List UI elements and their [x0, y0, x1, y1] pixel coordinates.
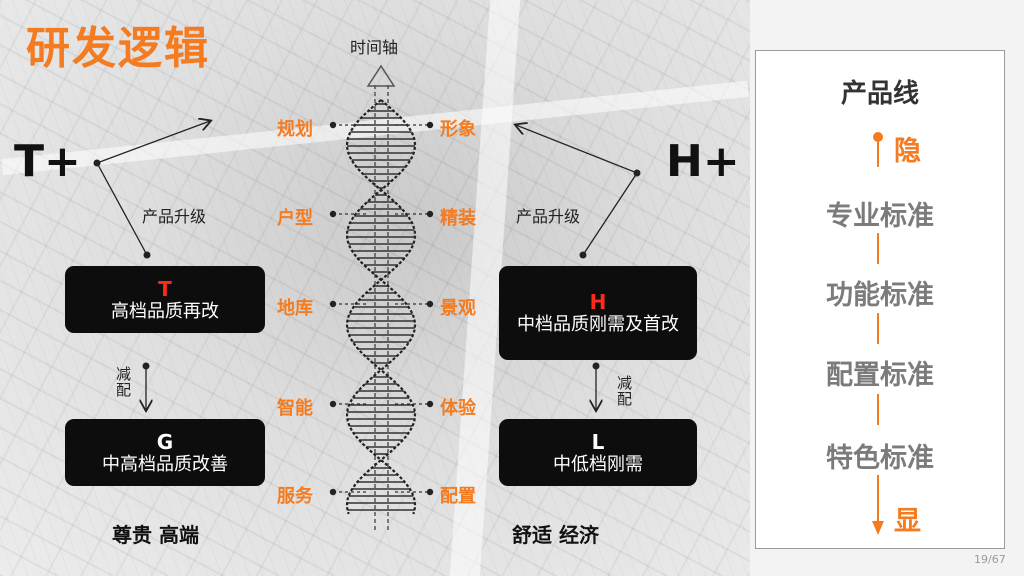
- right-reduce-arrow: [593, 363, 600, 411]
- box-description: 中高档品质改善: [65, 454, 265, 476]
- left-upgrade-label: 产品升级: [142, 203, 206, 227]
- helix-connector-dot: [330, 301, 336, 307]
- left-plus-label: T+: [14, 136, 81, 187]
- helix-connector-dot: [427, 122, 433, 128]
- helix-left-label: 规划: [277, 115, 313, 141]
- box-letter: L: [499, 430, 697, 454]
- box-letter: T: [65, 277, 265, 301]
- helix-right-label: 景观: [440, 294, 476, 320]
- right-upgrade-label: 产品升级: [516, 203, 580, 227]
- helix-connector-dot: [330, 401, 336, 407]
- helix-left-label: 服务: [277, 482, 313, 508]
- left-bottom-box: G 中高档品质改善: [65, 419, 265, 486]
- right-upgrade-arrow: [516, 125, 641, 259]
- helix-left-label: 地库: [277, 294, 313, 320]
- right-bottom-box: L 中低档刚需: [499, 419, 697, 486]
- product-line-top: 隐: [894, 129, 921, 168]
- page-number: 19/67: [974, 554, 998, 566]
- left-bottom-text: 尊贵 高端: [112, 519, 199, 548]
- right-bottom-text: 舒适 经济: [512, 519, 599, 548]
- box-description: 高档品质再改: [65, 301, 265, 323]
- right-plus-label: H+: [666, 136, 740, 187]
- helix-connector-dot: [427, 301, 433, 307]
- helix-connector-dot: [330, 122, 336, 128]
- box-letter: H: [499, 290, 697, 314]
- product-line-item: 功能标准: [756, 273, 1004, 312]
- dna-helix: [330, 100, 433, 514]
- helix-connector-dot: [427, 401, 433, 407]
- left-reduce-arrow: [143, 363, 150, 411]
- product-line-item: 配置标准: [756, 353, 1004, 392]
- helix-right-label: 配置: [440, 482, 476, 508]
- box-description: 中档品质刚需及首改: [499, 314, 697, 336]
- left-top-box: T 高档品质再改: [65, 266, 265, 333]
- product-line-item: 特色标准: [756, 436, 1004, 475]
- helix-connector-dot: [330, 211, 336, 217]
- right-top-box: H 中档品质刚需及首改: [499, 266, 697, 360]
- helix-right-label: 精装: [440, 204, 476, 230]
- helix-right-label: 体验: [440, 394, 476, 420]
- helix-left-label: 户型: [277, 204, 313, 230]
- helix-connector-dot: [330, 489, 336, 495]
- helix-right-label: 形象: [440, 115, 476, 141]
- product-line-panel: 产品线 隐 专业标准 功能标准 配置标准 特色标准 显: [755, 50, 1005, 549]
- box-description: 中低档刚需: [499, 454, 697, 476]
- product-line-bottom: 显: [894, 499, 921, 538]
- helix-connector-dot: [427, 489, 433, 495]
- left-reduce-label: 减配: [116, 366, 132, 398]
- helix-left-label: 智能: [277, 394, 313, 420]
- left-upgrade-arrow: [94, 121, 211, 259]
- product-line-item: 专业标准: [756, 194, 1004, 233]
- right-reduce-label: 减配: [617, 375, 633, 407]
- box-letter: G: [65, 430, 265, 454]
- helix-connector-dot: [427, 211, 433, 217]
